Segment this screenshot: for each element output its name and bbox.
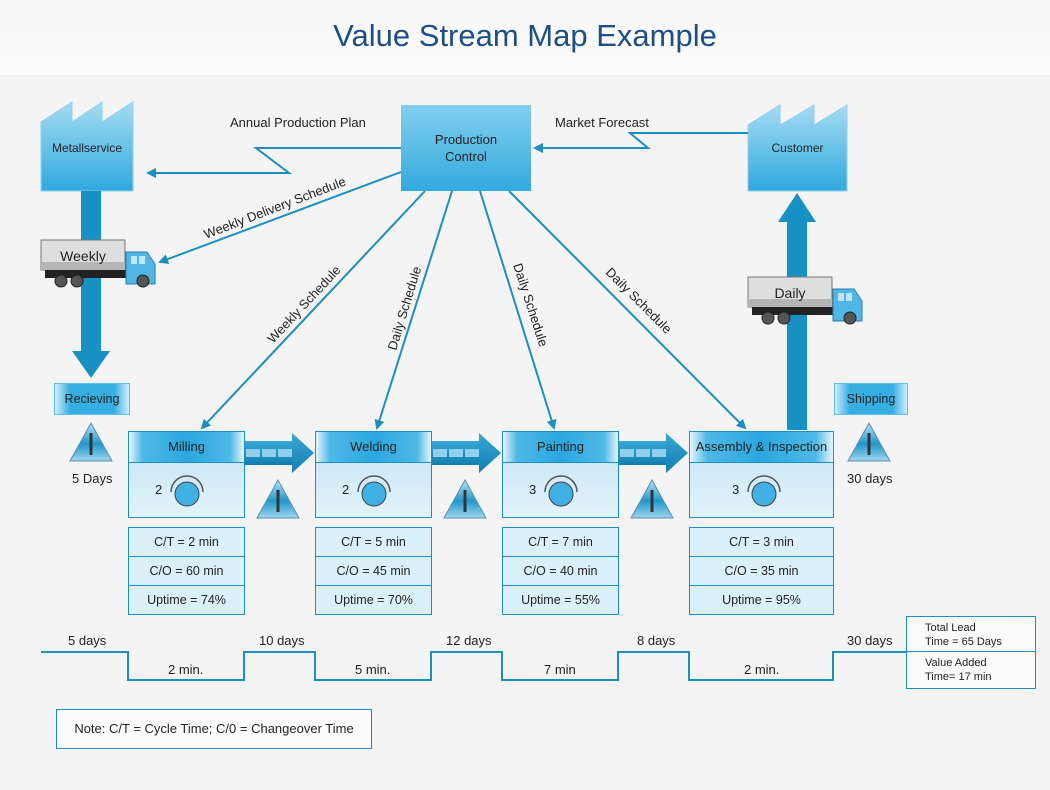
process-assembly-inspection: Assembly & Inspection 3 — [689, 431, 834, 518]
changeover-time: C/O = 35 min — [690, 557, 833, 586]
timeline-process-1: 2 min. — [168, 662, 204, 677]
data-box-painting: C/T = 7 min C/O = 40 min Uptime = 55% — [502, 527, 619, 615]
timeline-wait-3: 12 days — [446, 633, 492, 648]
process-name: Milling — [129, 432, 244, 463]
process-painting: Painting 3 — [502, 431, 619, 518]
header-band — [0, 0, 1050, 75]
weekly-truck-icon — [40, 239, 156, 288]
operator-count: 3 — [732, 482, 740, 497]
shipping-inventory: 30 days — [847, 471, 893, 486]
supplier-factory-icon — [40, 101, 134, 192]
timeline-wait-2: 10 days — [259, 633, 305, 648]
timeline-wait-1: 5 days — [68, 633, 107, 648]
process-name: Welding — [316, 432, 431, 463]
production-control-line1: Production — [434, 132, 498, 147]
process-name: Painting — [503, 432, 618, 463]
annual-plan-flow-line — [146, 147, 401, 178]
weekly-schedule-flow-line — [200, 190, 426, 430]
inventory-painting-assembly-icon — [630, 478, 674, 519]
shipping-tag: Shipping — [834, 383, 908, 415]
timeline-ladder — [41, 651, 906, 681]
operator-icon — [544, 475, 578, 507]
inventory-shipping-icon — [847, 421, 891, 462]
data-box-assembly-inspection: C/T = 3 min C/O = 35 min Uptime = 95% — [689, 527, 834, 615]
weekly-delivery-label: Weekly Delivery Schedule — [202, 174, 348, 242]
changeover-time: C/O = 60 min — [129, 557, 244, 586]
production-control-line2: Control — [445, 149, 487, 164]
outbound-shipment-arrow — [778, 193, 816, 430]
timeline-process-4: 2 min. — [744, 662, 780, 677]
market-forecast-label: Market Forecast — [555, 115, 649, 130]
timeline-process-3: 7 min — [544, 662, 576, 677]
timeline-process-2: 5 min. — [355, 662, 391, 677]
operator-icon — [747, 475, 781, 507]
changeover-time: C/O = 40 min — [503, 557, 618, 586]
receiving-inventory: 5 Days — [72, 471, 113, 486]
uptime: Uptime = 70% — [334, 593, 413, 607]
process-milling: Milling 2 — [128, 431, 245, 518]
process-name: Assembly & Inspection — [690, 432, 833, 463]
outbound-truck-label: Daily — [774, 285, 806, 301]
cycle-time: C/T = 3 min — [690, 528, 833, 557]
process-welding: Welding 2 — [315, 431, 432, 518]
customer-factory-icon — [747, 104, 848, 192]
daily-schedule-assembly-label: Daily Schedule — [603, 265, 675, 337]
operator-count: 2 — [342, 482, 350, 497]
timeline-wait-5: 30 days — [847, 633, 893, 648]
daily-schedule-painting-line — [479, 190, 557, 430]
changeover-time: C/O = 45 min — [316, 557, 431, 586]
weekly-delivery-flow-line — [158, 171, 402, 264]
page-title: Value Stream Map Example — [333, 18, 717, 53]
push-arrow-3 — [618, 433, 688, 473]
cycle-time: C/T = 7 min — [503, 528, 618, 557]
push-arrow-1 — [244, 433, 314, 473]
timeline-wait-4: 8 days — [637, 633, 676, 648]
uptime: Uptime = 74% — [147, 593, 226, 607]
legend-note: Note: C/T = Cycle Time; C/0 = Changeover… — [56, 709, 372, 749]
operator-icon — [357, 475, 391, 507]
inbound-truck-label: Weekly — [60, 248, 106, 264]
daily-schedule-assembly-line — [508, 190, 747, 430]
daily-truck-icon — [747, 276, 863, 325]
data-box-welding: C/T = 5 min C/O = 45 min Uptime = 70% — [315, 527, 432, 615]
data-box-milling: C/T = 2 min C/O = 60 min Uptime = 74% — [128, 527, 245, 615]
operator-count: 3 — [529, 482, 537, 497]
customer-name: Customer — [771, 141, 824, 155]
uptime: Uptime = 95% — [722, 593, 801, 607]
inventory-milling-welding-icon — [256, 478, 300, 519]
uptime: Uptime = 55% — [521, 593, 600, 607]
operator-count: 2 — [155, 482, 163, 497]
production-control-box — [401, 105, 531, 191]
receiving-tag: Recieving — [54, 383, 130, 415]
daily-schedule-welding-line — [374, 190, 453, 430]
inventory-receiving-icon — [69, 421, 113, 462]
cycle-time: C/T = 2 min — [129, 528, 244, 557]
supplier-name: Metallservice — [51, 141, 123, 155]
push-arrow-2 — [431, 433, 501, 473]
weekly-schedule-label: Weekly Schedule — [264, 263, 343, 347]
cycle-time: C/T = 5 min — [316, 528, 431, 557]
annual-plan-label: Annual Production Plan — [230, 115, 366, 130]
inventory-welding-painting-icon — [443, 478, 487, 519]
market-forecast-flow-line — [533, 132, 748, 153]
operator-icon — [170, 475, 204, 507]
